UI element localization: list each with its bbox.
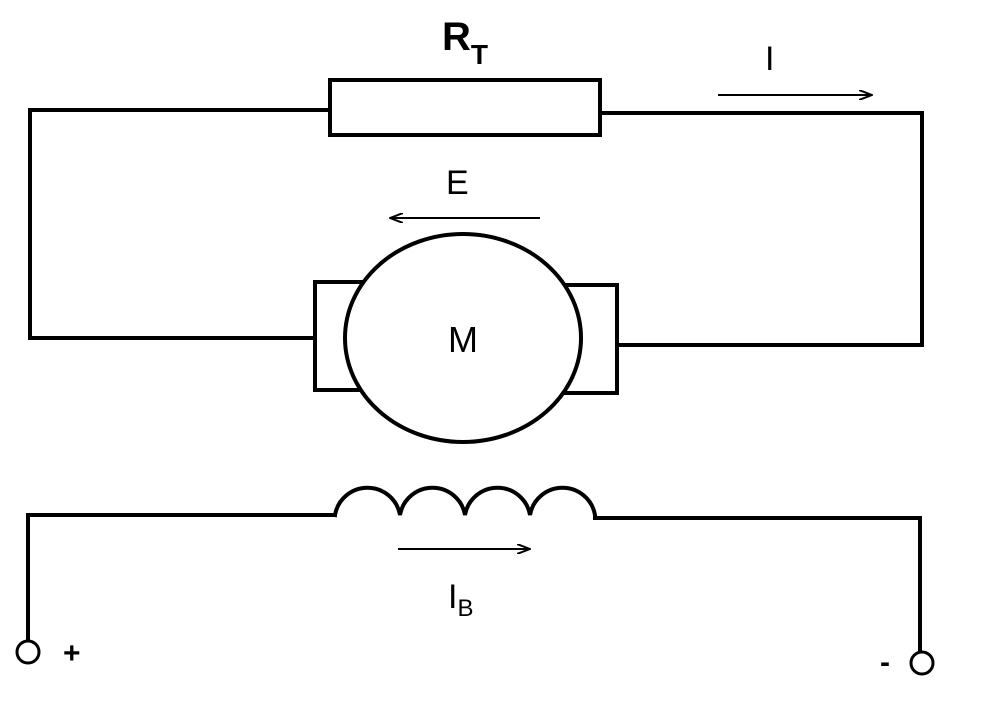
- resistor-label: RT: [442, 15, 488, 70]
- wire-right-loop: [598, 111, 924, 347]
- negative-terminal: [909, 650, 935, 676]
- resistor-rt: [328, 78, 602, 137]
- current-i-label: I: [765, 40, 774, 78]
- field-wire-left: [26, 513, 337, 642]
- emf-e-label: E: [446, 164, 469, 202]
- field-wire-right: [593, 516, 922, 654]
- negative-terminal-label: -: [880, 646, 890, 679]
- wire-left-loop: [28, 108, 332, 340]
- positive-terminal: [15, 639, 41, 665]
- field-current-label: IB: [448, 578, 473, 622]
- positive-terminal-label: +: [63, 637, 81, 670]
- motor-label: M: [448, 319, 478, 360]
- motor-armature-circle: [343, 232, 583, 444]
- field-coil: [332, 485, 598, 518]
